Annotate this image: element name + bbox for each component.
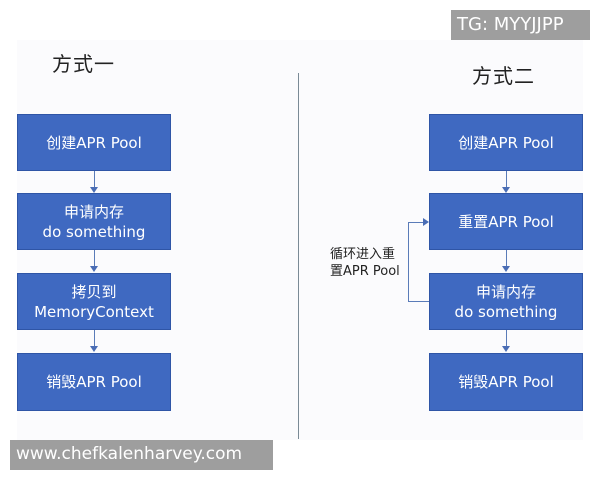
loop-line-vertical bbox=[408, 222, 409, 302]
connector-line bbox=[94, 250, 95, 266]
loop-label-line1: 循环进入重 bbox=[330, 247, 396, 262]
method-two-title: 方式二 bbox=[472, 64, 535, 88]
connector-line bbox=[94, 330, 95, 346]
section-divider bbox=[298, 73, 299, 439]
connector-line bbox=[506, 330, 507, 346]
right-reset-pool-box: 重置APR Pool bbox=[429, 193, 583, 250]
box-label: 创建APR Pool bbox=[458, 133, 554, 152]
box-label: 销毁APR Pool bbox=[458, 373, 554, 391]
box-label: 重置APR Pool bbox=[458, 212, 554, 231]
loop-line-top bbox=[408, 222, 423, 223]
arrow-down-icon bbox=[90, 346, 98, 352]
loop-label: 循环进入重 置APR Pool bbox=[330, 246, 400, 280]
left-alloc-memory-box: 申请内存 do something bbox=[17, 193, 171, 250]
watermark-top: TG: MYYJJPP bbox=[451, 10, 590, 40]
arrow-down-icon bbox=[90, 266, 98, 272]
box-label: 销毁APR Pool bbox=[46, 373, 142, 391]
connector-line bbox=[506, 250, 507, 266]
arrow-right-icon bbox=[423, 218, 429, 226]
left-destroy-pool-box: 销毁APR Pool bbox=[17, 353, 171, 411]
arrow-down-icon bbox=[502, 266, 510, 272]
box-label: 拷贝到 bbox=[71, 282, 117, 301]
watermark-bottom: www.chefkalenharvey.com bbox=[10, 440, 273, 470]
arrow-down-icon bbox=[90, 187, 98, 193]
connector-line bbox=[506, 171, 507, 187]
left-create-pool-box: 创建APR Pool bbox=[17, 114, 171, 171]
connector-line bbox=[94, 171, 95, 187]
right-create-pool-box: 创建APR Pool bbox=[429, 114, 583, 171]
loop-line-bottom bbox=[408, 301, 429, 302]
loop-label-line2: 置APR Pool bbox=[330, 264, 400, 279]
right-destroy-pool-box: 销毁APR Pool bbox=[429, 353, 583, 411]
box-label: 创建APR Pool bbox=[46, 133, 142, 152]
box-sublabel: do something bbox=[454, 302, 558, 321]
left-copy-context-box: 拷贝到 MemoryContext bbox=[17, 273, 171, 330]
box-label: 申请内存 bbox=[475, 282, 536, 301]
box-label: 申请内存 bbox=[63, 202, 124, 221]
method-one-title: 方式一 bbox=[52, 52, 115, 76]
arrow-down-icon bbox=[502, 187, 510, 193]
right-alloc-memory-box: 申请内存 do something bbox=[429, 273, 583, 330]
box-sublabel: MemoryContext bbox=[34, 302, 154, 321]
arrow-down-icon bbox=[502, 346, 510, 352]
box-sublabel: do something bbox=[42, 222, 146, 241]
